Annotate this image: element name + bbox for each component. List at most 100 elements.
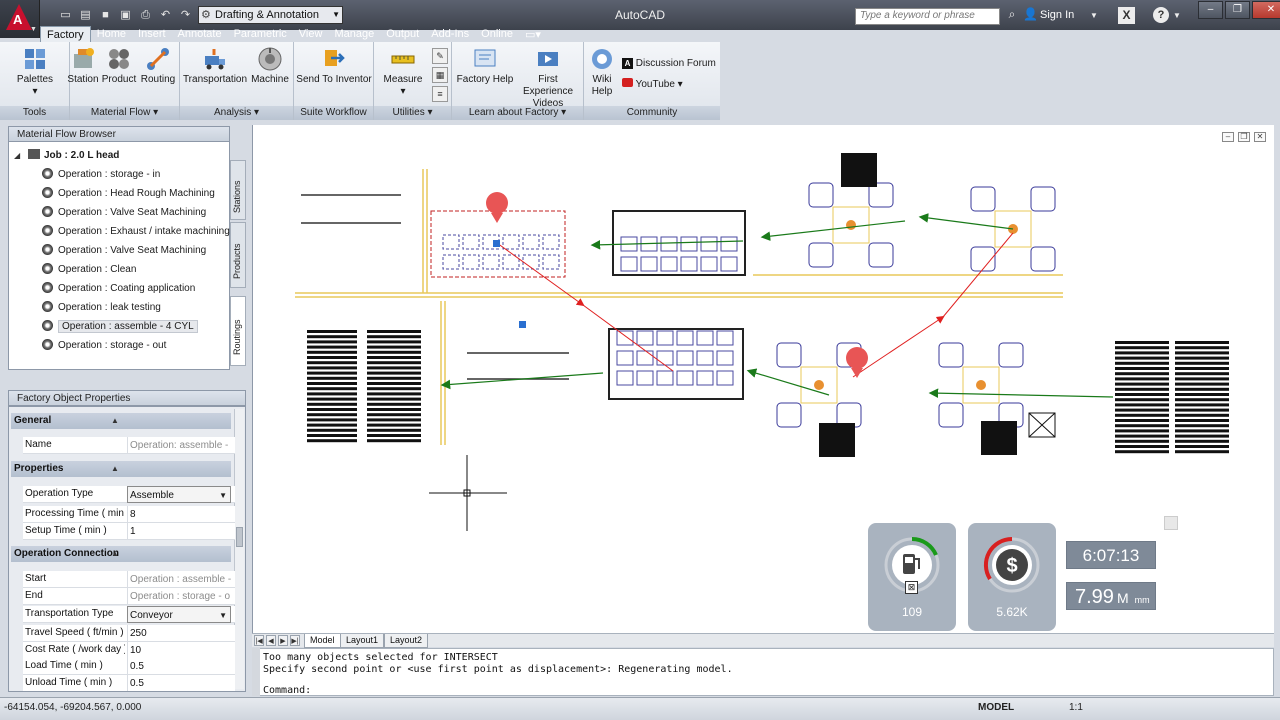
- unload-time-input[interactable]: 0.5: [127, 675, 231, 691]
- list-icon[interactable]: ≡: [432, 86, 448, 102]
- group-label-analysis[interactable]: Analysis ▾: [180, 106, 293, 120]
- tree-item-operation[interactable]: Operation : Head Rough Machining: [8, 184, 230, 203]
- exchange-apps-icon[interactable]: X: [1118, 7, 1135, 24]
- tab-model[interactable]: Model: [304, 634, 341, 648]
- tree-item-operation[interactable]: Operation : Valve Seat Machining: [8, 241, 230, 260]
- transportation-button[interactable]: Transportation: [182, 46, 248, 86]
- tab-layout2[interactable]: Layout2: [384, 634, 429, 648]
- tab-routings[interactable]: Routings: [230, 296, 246, 366]
- scrollbar[interactable]: [234, 409, 244, 689]
- next-tab-icon[interactable]: ▶: [278, 635, 288, 646]
- chevron-down-icon[interactable]: ▼: [1090, 11, 1098, 20]
- search-input[interactable]: Type a keyword or phrase: [855, 8, 1000, 25]
- last-tab-icon[interactable]: ▶|: [290, 635, 300, 646]
- application-menu-button[interactable]: A ▼: [0, 0, 40, 38]
- prev-tab-icon[interactable]: ◀: [266, 635, 276, 646]
- station-button[interactable]: Station: [66, 46, 100, 86]
- operation-type-select[interactable]: Assemble▼: [127, 486, 231, 503]
- annotation-scale[interactable]: 1:1: [1069, 702, 1083, 713]
- wiki-help-button[interactable]: Wiki Help: [586, 46, 618, 98]
- load-time-input[interactable]: 0.5: [127, 658, 231, 675]
- processing-time-input[interactable]: 8: [127, 506, 231, 523]
- open-folder-icon[interactable]: ▤: [80, 9, 91, 21]
- sign-in-button[interactable]: Sign In: [1040, 9, 1075, 21]
- group-label-material-flow[interactable]: Material Flow ▾: [70, 106, 179, 120]
- rack-bar: [1175, 341, 1229, 344]
- group-label-learn[interactable]: Learn about Factory ▾: [452, 106, 583, 120]
- factory-help-button[interactable]: Factory Help: [454, 46, 516, 86]
- scrollbar-thumb[interactable]: [236, 527, 243, 547]
- help-icon[interactable]: ?: [1153, 7, 1169, 23]
- tab-parametric[interactable]: Parametric: [233, 28, 287, 40]
- first-experience-button[interactable]: First Experience Videos: [514, 46, 582, 110]
- close-icon[interactable]: ✕: [1254, 132, 1266, 142]
- palettes-button[interactable]: Palettes▾: [14, 46, 56, 98]
- maximize-icon[interactable]: ❐: [1225, 1, 1250, 19]
- tab-online[interactable]: Online: [481, 28, 513, 40]
- new-file-icon[interactable]: ▭: [60, 9, 71, 21]
- tree-item-operation[interactable]: Operation : storage - in: [8, 165, 230, 184]
- minimize-icon[interactable]: –: [1198, 1, 1223, 19]
- routing-button[interactable]: Routing: [138, 46, 178, 86]
- tab-products[interactable]: Products: [230, 222, 246, 288]
- stop-icon[interactable]: ⊠: [905, 581, 918, 594]
- product-button[interactable]: Product: [100, 46, 138, 86]
- grid-icon[interactable]: ▦: [432, 67, 448, 83]
- tree-item-operation[interactable]: Operation : Coating application: [8, 279, 230, 298]
- minimize-icon[interactable]: –: [1222, 132, 1234, 142]
- workspace-dropdown[interactable]: ⚙ Drafting & Annotation ▼: [198, 6, 343, 24]
- group-label-utilities[interactable]: Utilities ▾: [374, 106, 451, 120]
- collapse-icon[interactable]: ◢: [14, 151, 21, 160]
- fuel-gauge: ⊠ 109: [868, 523, 956, 631]
- tab-view[interactable]: View: [298, 28, 323, 40]
- save-icon[interactable]: ■: [102, 9, 109, 21]
- print-icon[interactable]: ⎙: [141, 9, 150, 21]
- cost-rate-input[interactable]: 10: [127, 642, 231, 659]
- undo-icon[interactable]: ↶: [160, 9, 171, 21]
- travel-speed-input[interactable]: 250: [127, 625, 231, 642]
- tab-insert[interactable]: Insert: [138, 28, 166, 40]
- tree-item-operation[interactable]: Operation : leak testing: [8, 298, 230, 317]
- save-as-icon[interactable]: ▣: [120, 9, 131, 21]
- tree-root-job[interactable]: ◢Job : 2.0 L head: [8, 146, 230, 165]
- command-line-grip[interactable]: [252, 648, 260, 696]
- close-icon[interactable]: ✕: [1252, 1, 1280, 19]
- rack-bar: [307, 434, 357, 437]
- model-space-toggle[interactable]: MODEL: [978, 702, 1015, 713]
- redo-icon[interactable]: ↷: [180, 9, 191, 21]
- tree-item-operation[interactable]: Operation : Clean: [8, 260, 230, 279]
- tab-factory[interactable]: Factory: [40, 26, 91, 42]
- section-operation-connection[interactable]: Operation Connection▲: [11, 546, 231, 562]
- tab-stations[interactable]: Stations: [230, 160, 246, 220]
- section-general[interactable]: General▲: [11, 413, 231, 429]
- tab-add-ins[interactable]: Add-Ins: [431, 28, 470, 40]
- tree-item-operation[interactable]: Operation : Exhaust / intake machining: [8, 222, 230, 241]
- ribbon-minimize-icon[interactable]: ▭▾: [524, 29, 541, 41]
- first-tab-icon[interactable]: |◀: [254, 635, 264, 646]
- command-line[interactable]: Too many objects selected for INTERSECT …: [252, 648, 1274, 696]
- tree-item-operation[interactable]: Operation : storage - out: [8, 336, 230, 355]
- setup-time-input[interactable]: 1: [127, 523, 231, 540]
- tool-icon[interactable]: ✎: [432, 48, 448, 64]
- command-prompt[interactable]: Command:: [263, 685, 312, 696]
- chevron-down-icon[interactable]: ▼: [1173, 11, 1181, 20]
- machine-block: [716, 330, 734, 346]
- drawing-canvas[interactable]: [252, 125, 1274, 633]
- tab-output[interactable]: Output: [386, 28, 420, 40]
- search-icon[interactable]: ⌕: [1008, 7, 1016, 21]
- measure-button[interactable]: Measure▾: [380, 46, 426, 98]
- tree-item-operation-selected[interactable]: Operation : assemble - 4 CYL: [8, 317, 230, 336]
- checkbox-icon[interactable]: [1164, 516, 1178, 530]
- section-properties[interactable]: Properties▲: [11, 461, 231, 477]
- tab-home[interactable]: Home: [96, 28, 127, 40]
- tree-item-operation[interactable]: Operation : Valve Seat Machining: [8, 203, 230, 222]
- youtube-link[interactable]: YouTube ▾: [622, 78, 683, 90]
- restore-icon[interactable]: ❐: [1238, 132, 1250, 142]
- tab-layout1[interactable]: Layout1: [340, 634, 385, 648]
- tab-annotate[interactable]: Annotate: [177, 28, 222, 40]
- transportation-type-select[interactable]: Conveyor▼: [127, 606, 231, 623]
- send-to-inventor-button[interactable]: Send To Inventor: [296, 46, 372, 86]
- discussion-forum-link[interactable]: A Discussion Forum: [622, 58, 716, 69]
- machine-button[interactable]: Machine: [250, 46, 290, 86]
- tab-manage[interactable]: Manage: [334, 28, 375, 40]
